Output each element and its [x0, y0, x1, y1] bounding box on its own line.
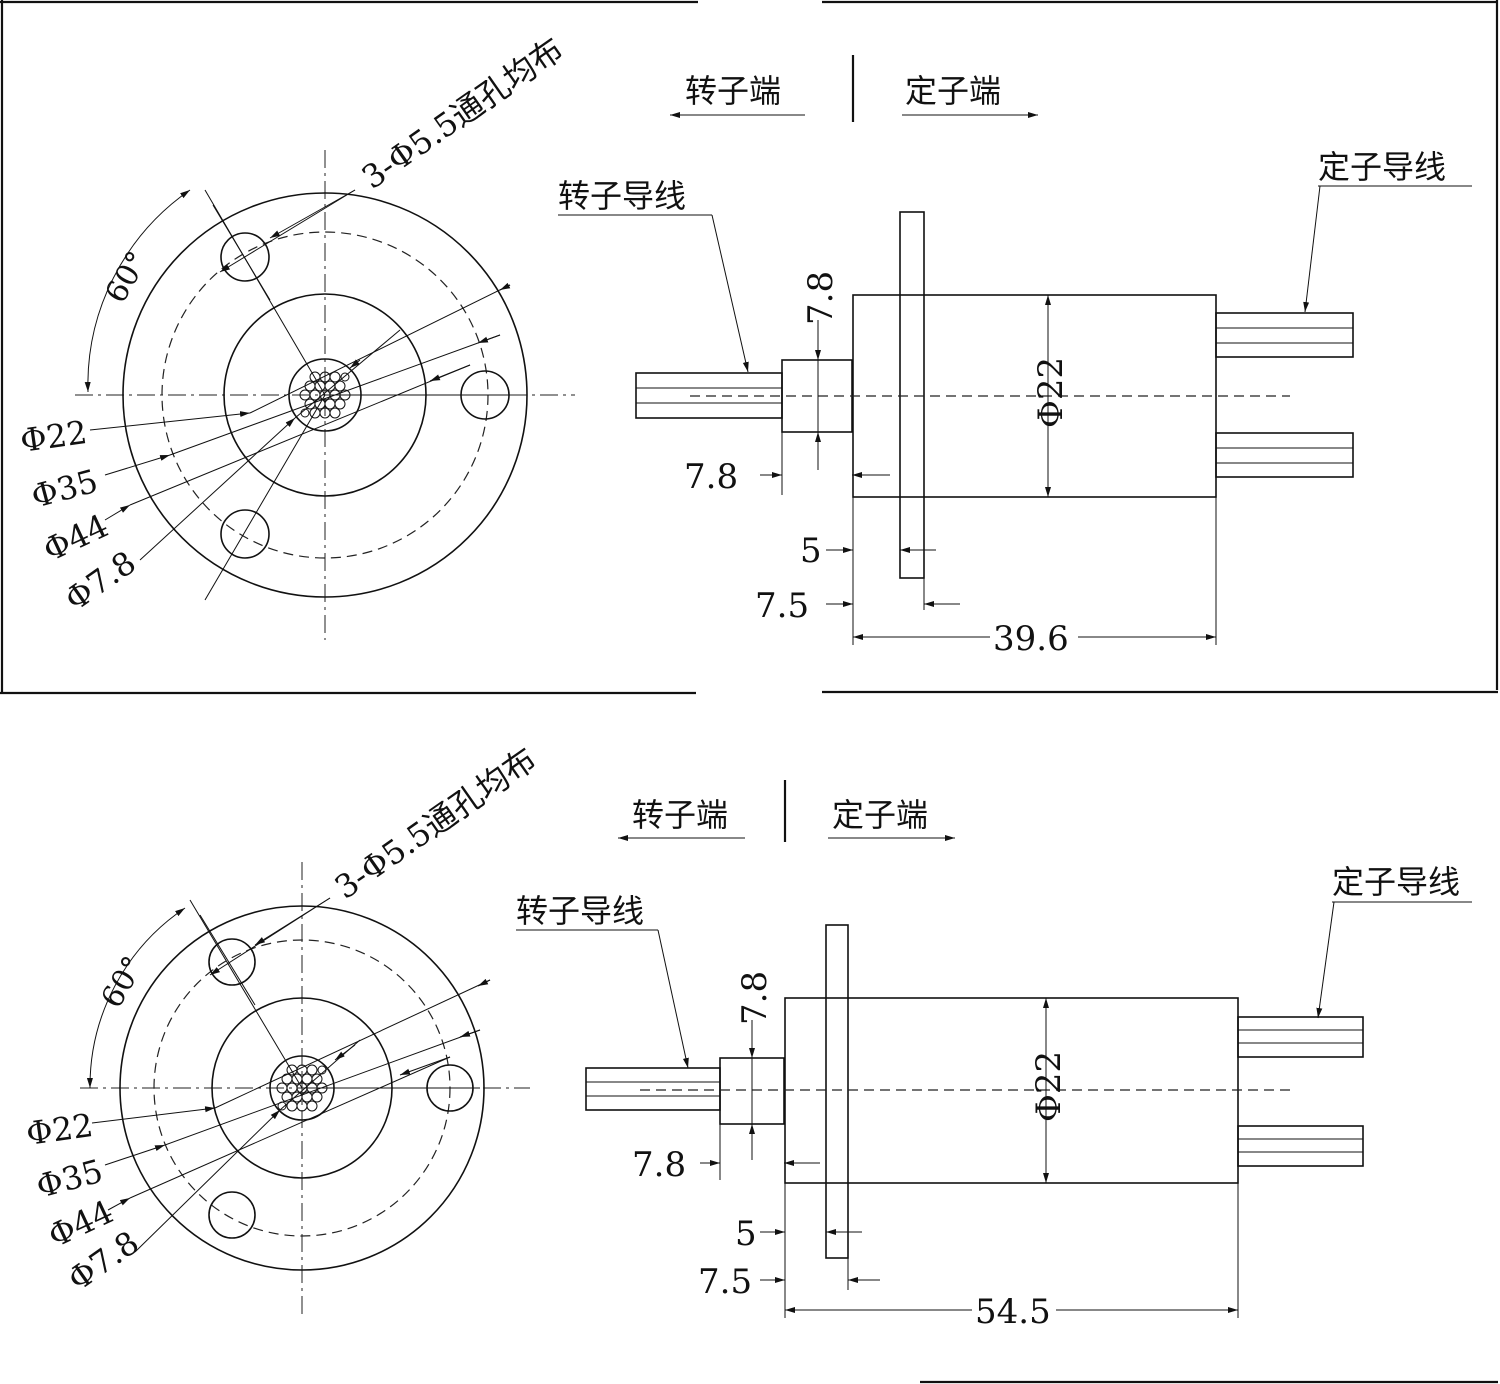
holes-note: 3-Φ5.5通孔均布	[355, 30, 570, 197]
stator-end-label: 定子端	[832, 796, 928, 834]
dia-label-22: Φ22	[18, 413, 90, 460]
rotor-lead-label: 转子导线	[558, 177, 686, 215]
stator-lead-label: 定子导线	[1318, 148, 1446, 186]
flange-thk-label: 5	[735, 1214, 757, 1254]
rotor-end-label: 转子端	[685, 72, 781, 110]
holes-note: 3-Φ5.5通孔均布	[328, 740, 543, 907]
side-view-2: 转子端 定子端 转子导线 定子导线	[516, 780, 1472, 1332]
front-view-2: 60° 3-Φ5.5通孔均布 Φ22 Φ35 Φ44 Φ7.8	[24, 740, 543, 1318]
rotor-lead-label: 转子导线	[516, 892, 644, 930]
diameter-leaders	[91, 978, 491, 1253]
outer-flange-circle	[119, 905, 485, 1271]
flange-pos-label: 7.5	[755, 586, 809, 626]
diameter-leaders	[89, 282, 511, 561]
mount-hole-3	[208, 1191, 256, 1239]
stator-wires-top	[1215, 312, 1354, 358]
dia-label-35: Φ35	[27, 462, 102, 516]
rotor-end-label: 转子端	[632, 796, 728, 834]
rotor-wires	[585, 1067, 721, 1111]
flange-thk-label: 5	[800, 531, 822, 571]
shaft-dia-label: 7.8	[801, 271, 841, 325]
dia-label-22: Φ22	[24, 1106, 96, 1153]
stator-wires-bottom	[1215, 432, 1354, 478]
flange	[899, 211, 925, 579]
flange	[825, 924, 849, 1259]
mount-hole-1	[220, 232, 270, 282]
stator-wires-bottom	[1237, 1125, 1364, 1167]
body-dia-label: Φ22	[1031, 357, 1071, 428]
shaft-dia-label: 7.8	[735, 971, 775, 1025]
front-view: 60° 3-Φ5.5通孔均布 Φ22 Φ35 Φ44	[18, 30, 575, 640]
wire-bundle	[299, 371, 351, 419]
stator-lead-label: 定子导线	[1332, 863, 1460, 901]
total-len-label: 39.6	[993, 619, 1069, 659]
flange-pos-label: 7.5	[698, 1262, 752, 1302]
angle-label: 60°	[95, 950, 152, 1014]
shaft-len-label: 7.8	[632, 1145, 686, 1185]
panel-2: 60° 3-Φ5.5通孔均布 Φ22 Φ35 Φ44 Φ7.8	[24, 740, 1472, 1332]
side-view: 转子端 定子端 转子导线 定子导线	[558, 55, 1472, 659]
outer-flange-circle	[122, 192, 528, 598]
panel-1: 60° 3-Φ5.5通孔均布 Φ22 Φ35 Φ44	[18, 30, 1472, 659]
total-len-label: 54.5	[975, 1292, 1051, 1332]
shaft-len-label: 7.8	[684, 457, 738, 497]
body-dia-label: Φ22	[1029, 1051, 1069, 1122]
mount-hole-1	[208, 938, 256, 986]
wire-bundle	[276, 1064, 328, 1112]
mount-hole-3	[220, 509, 270, 559]
stator-wires-top	[1237, 1016, 1364, 1058]
stator-end-label: 定子端	[905, 72, 1001, 110]
